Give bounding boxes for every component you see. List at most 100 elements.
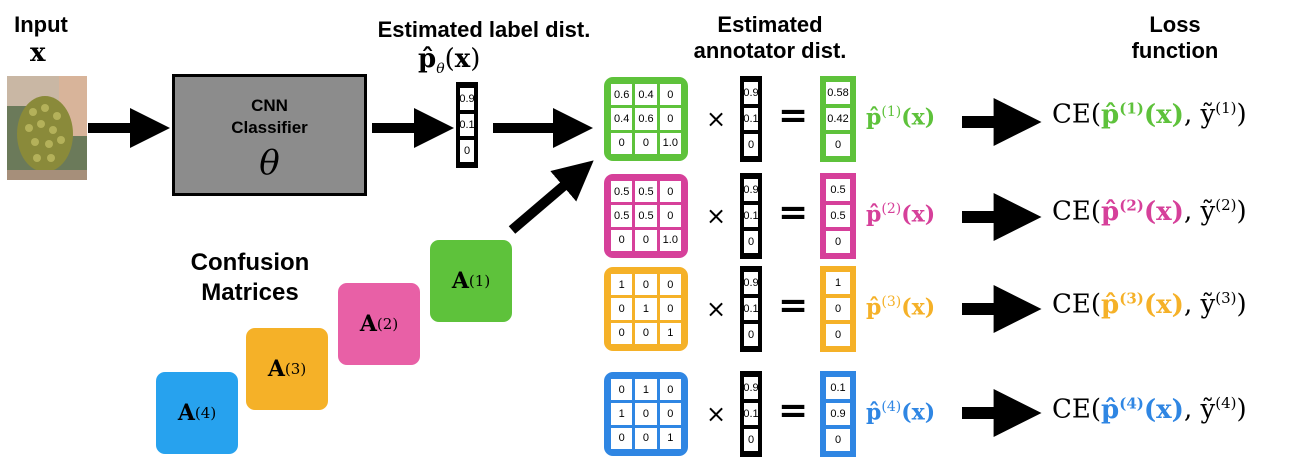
output-cell: 1 [826, 272, 850, 294]
confusion-card-2: A(2) [338, 283, 420, 365]
loss-term-4: CE(p̂(4)(x), ỹ(4)) [1052, 394, 1247, 425]
matrix-cell: 0 [659, 274, 681, 296]
matrix-cell: 0 [659, 205, 681, 227]
confusion-matrices-title: Confusion Matrices [190, 249, 310, 306]
confusion-card-3: A(3) [246, 328, 328, 410]
confusion-card-index: 2 [382, 315, 393, 333]
confusion-card-label: A [177, 400, 195, 426]
vector-cell: 0.1 [743, 205, 759, 227]
output-cell: 0 [826, 134, 850, 156]
output-cell: 0.9 [826, 403, 850, 425]
input-image [7, 76, 87, 180]
confusion-card-4: A(4) [156, 372, 238, 454]
cnn-label: CNN [251, 96, 288, 115]
vector-cell: 0 [744, 429, 758, 451]
label-dist-math: p̂θ(x) [418, 44, 481, 78]
classifier-label: Classifier [231, 118, 308, 137]
matrix-cell: 0 [611, 229, 633, 251]
confusion-card-label: A [451, 268, 469, 294]
confusion-card-label: A [359, 311, 377, 337]
loss-term-1: CE(p̂(1)(x), ỹ(1)) [1052, 99, 1247, 130]
label-dist-vector-copy: 0.9 0.1 0 [740, 266, 762, 352]
matrix-cell: 1 [611, 403, 633, 425]
input-variable: x [30, 38, 46, 68]
annotator-dist-header: Estimated annotator dist. [693, 12, 847, 63]
output-cell: 0.1 [826, 377, 850, 399]
matrix-cell: 0.5 [635, 205, 657, 227]
vector-cell: 0.9 [743, 82, 759, 104]
matrix-cell: 0.5 [635, 181, 657, 203]
annotator-dist-label-1: p̂(1)(x) [866, 104, 936, 131]
times-operator: × [706, 295, 727, 323]
matrix-cell: 0 [635, 132, 657, 154]
vector-cell: 0.1 [459, 114, 475, 136]
vector-cell: 0.1 [743, 298, 759, 320]
equals-operator: = [778, 95, 809, 136]
matrix-cell: 1 [635, 298, 657, 320]
confusion-card-label: A [267, 356, 285, 382]
matrix-cell: 1 [635, 379, 657, 401]
vector-cell: 0.9 [743, 179, 759, 201]
vector-cell: 0 [744, 134, 758, 156]
vector-cell: 0 [744, 324, 758, 346]
matrix-cell: 0 [659, 403, 681, 425]
matrix-cell: 0 [635, 322, 657, 344]
output-cell: 0.42 [826, 108, 850, 130]
confusion-card-index: 1 [474, 272, 485, 290]
label-dist-vector-copy: 0.9 0.1 0 [740, 76, 762, 162]
annotator-dist-label-3: p̂(3)(x) [866, 294, 936, 321]
matrix-cell: 0 [659, 298, 681, 320]
annotator-dist-vector-4: 0.1 0.9 0 [820, 371, 856, 457]
label-dist-header: Estimated label dist. [377, 17, 591, 42]
matrix-cell: 0 [611, 322, 633, 344]
matrix-cell: 0 [611, 298, 633, 320]
matrix-cell: 0.5 [611, 181, 633, 203]
vector-cell: 0.1 [743, 108, 759, 130]
matrix-cell: 0.5 [611, 205, 633, 227]
output-cell: 0.5 [826, 205, 850, 227]
vector-cell: 0 [744, 231, 758, 253]
matrix-cell: 0 [611, 427, 633, 449]
output-cell: 0 [826, 324, 850, 346]
matrix-cell: 0.4 [635, 84, 657, 106]
matrix-cell: 0 [611, 132, 633, 154]
label-dist-vector: 0.9 0.1 0 [456, 82, 478, 168]
loss-term-2: CE(p̂(2)(x), ỹ(2)) [1052, 196, 1247, 227]
matrix-cell: 0 [635, 229, 657, 251]
equals-operator: = [778, 192, 809, 233]
times-operator: × [706, 400, 727, 428]
matrix-cell: 0 [611, 379, 633, 401]
label-dist-vector-copy: 0.9 0.1 0 [740, 173, 762, 259]
matrix-cell: 0 [659, 84, 681, 106]
loss-header: Loss function [1131, 12, 1219, 63]
matrix-cell: 0 [659, 108, 681, 130]
matrix-cell: 0 [635, 427, 657, 449]
theta-symbol: θ [259, 143, 280, 183]
output-cell: 0.5 [826, 179, 850, 201]
equals-operator: = [778, 285, 809, 326]
confusion-card-index: 4 [200, 404, 211, 422]
times-operator: × [706, 105, 727, 133]
matrix-cell: 0 [635, 274, 657, 296]
vector-cell: 0 [460, 140, 474, 162]
loss-term-3: CE(p̂(3)(x), ỹ(3)) [1052, 289, 1247, 320]
vector-cell: 0.9 [743, 272, 759, 294]
input-header: Input [14, 12, 68, 37]
confusion-card-index: 3 [290, 360, 301, 378]
times-operator: × [706, 202, 727, 230]
matrix-cell: 1.0 [659, 132, 681, 154]
output-cell: 0 [826, 429, 850, 451]
vector-cell: 0.9 [459, 88, 475, 110]
matrix-cell: 0.6 [635, 108, 657, 130]
matrix-cell: 1 [659, 427, 681, 449]
annotator-dist-label-4: p̂(4)(x) [866, 399, 936, 426]
